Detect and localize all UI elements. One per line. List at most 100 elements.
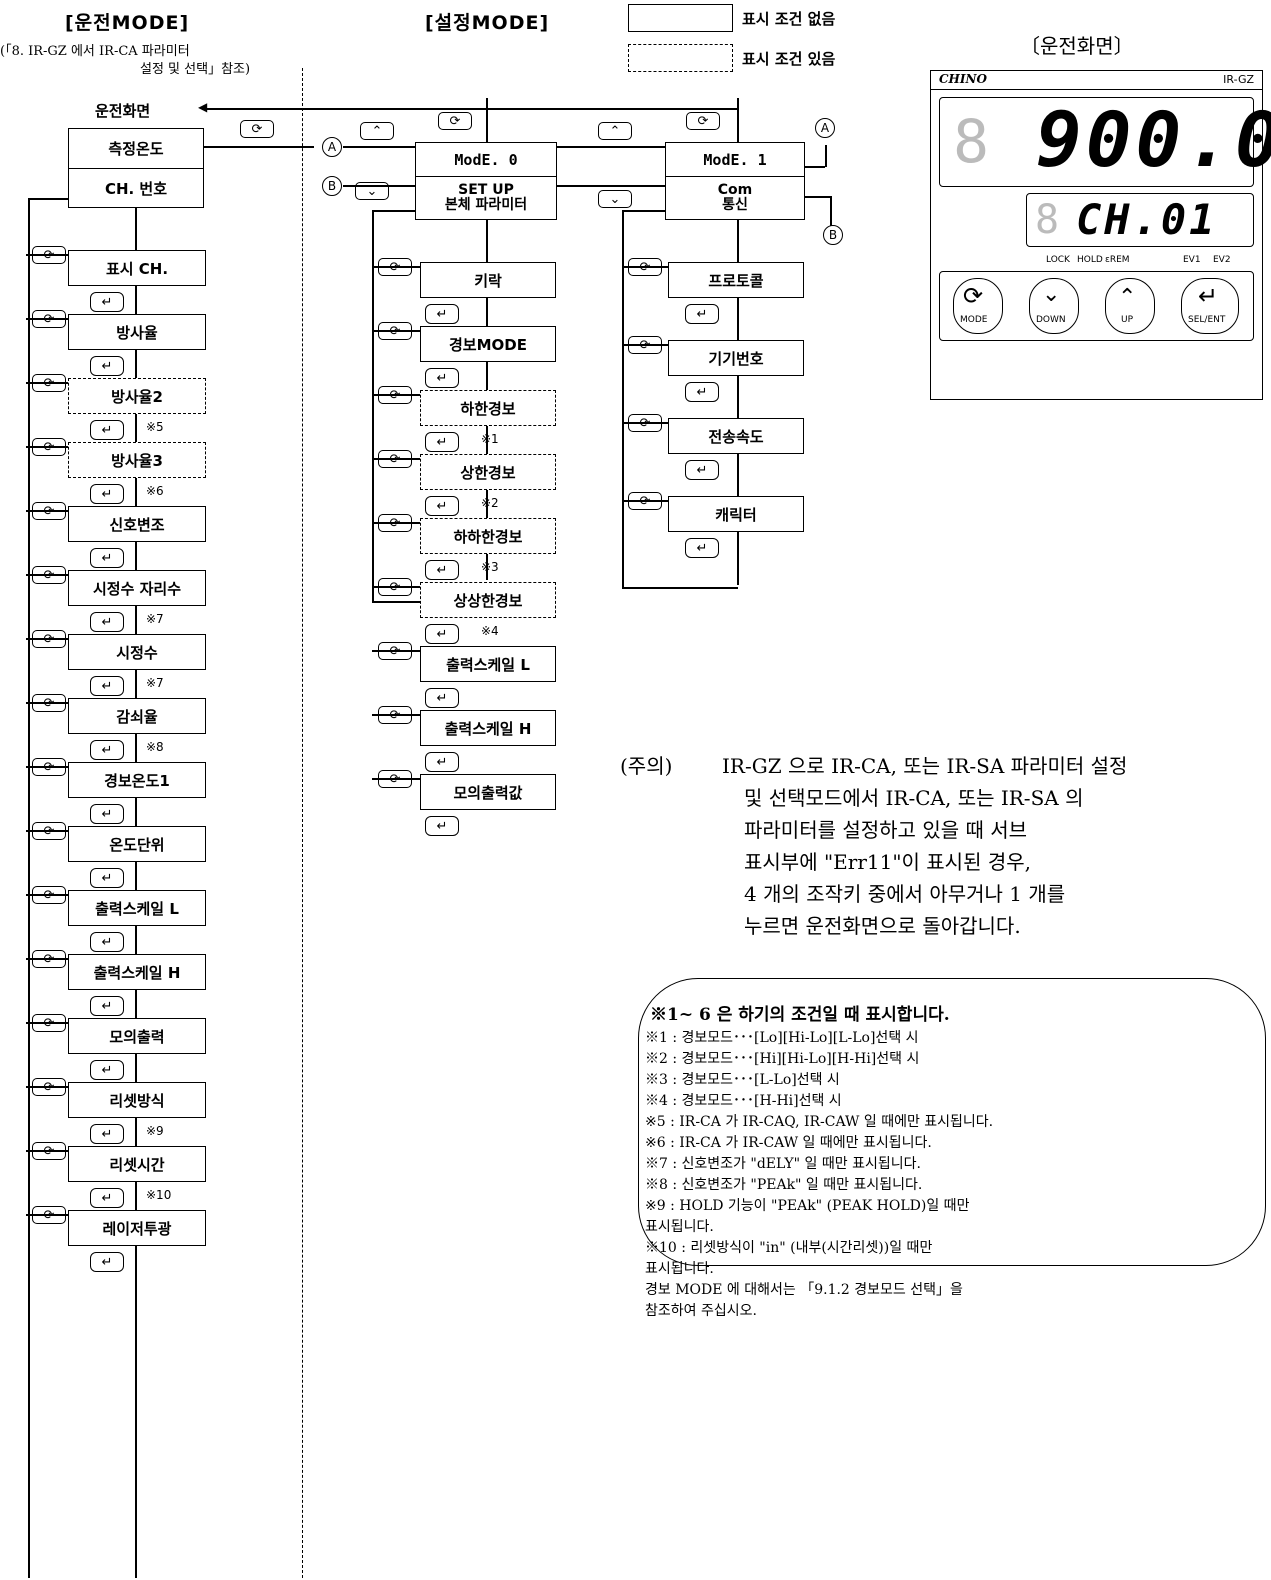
set1-item-mode-line-1 <box>372 266 420 268</box>
run-item-enter-key-icon-4: ↵ <box>90 484 124 504</box>
run-return-line <box>202 108 738 110</box>
run-item-box-6[interactable]: 시정수 자리수 <box>68 570 206 606</box>
b-line <box>343 185 415 187</box>
set1-return-top <box>372 210 415 212</box>
run-item-box-5[interactable]: 신호변조 <box>68 506 206 542</box>
footnote-line-4: ※4 : 경보모드･･･[H-Hi]선택 시 <box>645 1093 842 1109</box>
mode1-comm-label: 통신 <box>722 197 748 213</box>
channel-number-box[interactable]: CH. 번호 <box>68 168 204 208</box>
set2-item-mode-line-2 <box>622 344 668 346</box>
set2-item-enter-key-icon-3: ↵ <box>685 460 719 480</box>
sel-ent-key-label: SEL/ENT <box>1188 315 1226 325</box>
set2-item-box-3[interactable]: 전송속도 <box>668 418 804 454</box>
set1-item-mode-line-7 <box>372 650 420 652</box>
set2-item-box-1[interactable]: 프로토콜 <box>668 262 804 298</box>
run-item-mode-line-2 <box>26 318 68 320</box>
run-item-box-14[interactable]: 리셋방식 <box>68 1082 206 1118</box>
set1-item-box-8[interactable]: 출력스케일 H <box>420 710 556 746</box>
run-item-box-12[interactable]: 출력스케일 H <box>68 954 206 990</box>
mode1-to-b-line <box>805 196 830 198</box>
legend-solid-box <box>628 4 733 32</box>
run-item-box-15[interactable]: 리셋시간 <box>68 1146 206 1182</box>
set1-item-box-6[interactable]: 상상한경보 <box>420 582 556 618</box>
mode-key[interactable]: ⟳ MODE <box>953 278 1003 334</box>
run-item-box-8[interactable]: 감쇠율 <box>68 698 206 734</box>
run-item-box-4[interactable]: 방사율3 <box>68 442 206 478</box>
run-item-mode-line-7 <box>26 638 68 640</box>
set1-item-mode-line-8 <box>372 714 420 716</box>
run-item-enter-key-icon-1: ↵ <box>90 292 124 312</box>
set1-item-enter-key-icon-3: ↵ <box>425 432 459 452</box>
run-item-box-9[interactable]: 경보온도1 <box>68 762 206 798</box>
run-item-box-2[interactable]: 방사율 <box>68 314 206 350</box>
footnote-line-5: ※5 : IR-CA 가 IR-CAQ, IR-CAW 일 때에만 표시됩니다. <box>645 1114 994 1130</box>
mode0-top-box[interactable]: ModE. 0 <box>415 142 557 176</box>
run-item-box-7[interactable]: 시정수 <box>68 634 206 670</box>
arrow-left-icon: ◀ <box>198 100 208 114</box>
run-item-enter-key-icon-3: ↵ <box>90 420 124 440</box>
run-item-box-13[interactable]: 모의출력 <box>68 1018 206 1054</box>
down-key-glyph: ⌄ <box>1042 282 1061 307</box>
set1-item-note-4: ※2 <box>481 496 499 510</box>
run-item-mode-line-4 <box>26 446 68 448</box>
pv-dim-digit: 8 <box>953 107 990 177</box>
set1-item-box-7[interactable]: 출력스케일 L <box>420 646 556 682</box>
set2-item-box-2[interactable]: 기기번호 <box>668 340 804 376</box>
run-item-mode-line-11 <box>26 894 68 896</box>
footnote-line-2: ※2 : 경보모드･･･[Hi][Hi-Lo][H-Hi]선택 시 <box>645 1051 920 1067</box>
sel-ent-key[interactable]: ↵ SEL/ENT <box>1181 278 1239 334</box>
mode0-body-label: 본체 파라미터 <box>444 197 528 213</box>
footnote-line-7: ※7 : 신호변조가 "dELY" 일 때만 표시됩니다. <box>645 1156 921 1172</box>
up-key-icon-2: ⌃ <box>598 122 632 140</box>
footnote-title: ※1~ 6 은 하기의 조건일 때 표시합니다. <box>650 1005 950 1025</box>
run-item-note-8: ※8 <box>146 740 164 754</box>
run-item-note-15: ※10 <box>146 1188 172 1202</box>
run-item-note-6: ※7 <box>146 612 164 626</box>
set1-return-spine <box>372 210 374 602</box>
connector-a-right: A <box>815 118 835 138</box>
down-key-icon-2: ⌄ <box>598 190 632 208</box>
run-item-box-1[interactable]: 표시 CH. <box>68 250 206 286</box>
reference-note-line1: (「8. IR-GZ 에서 IR-CA 파라미터 <box>0 44 190 59</box>
run-item-mode-line-1 <box>26 254 68 256</box>
up-key[interactable]: ⌃ UP <box>1105 278 1155 334</box>
set1-item-box-5[interactable]: 하하한경보 <box>420 518 556 554</box>
run-item-enter-key-icon-7: ↵ <box>90 676 124 696</box>
indicator-lock: LOCK <box>1046 255 1070 265</box>
indicator-ev1: EV1 <box>1183 255 1201 265</box>
mode1-com-box[interactable]: Com 통신 <box>665 176 805 220</box>
down-key-icon: ⌄ <box>355 182 389 200</box>
set2-item-box-4[interactable]: 캐릭터 <box>668 496 804 532</box>
measured-temp-box[interactable]: 측정온도 <box>68 128 204 168</box>
run-item-mode-line-16 <box>26 1214 68 1216</box>
set2-spine <box>737 220 739 585</box>
run-item-box-16[interactable]: 레이저투광 <box>68 1210 206 1246</box>
set1-item-box-4[interactable]: 상한경보 <box>420 454 556 490</box>
up-key-icon: ⌃ <box>360 122 394 140</box>
set1-item-box-3[interactable]: 하한경보 <box>420 390 556 426</box>
set1-item-box-1[interactable]: 키락 <box>420 262 556 298</box>
mode1-to-b-vert <box>830 196 832 226</box>
down-key[interactable]: ⌄ DOWN <box>1029 278 1079 334</box>
set1-item-box-9[interactable]: 모의출력값 <box>420 774 556 810</box>
connector-a-left: A <box>322 137 342 157</box>
pv-display-frame <box>939 97 1254 187</box>
run-item-box-10[interactable]: 온도단위 <box>68 826 206 862</box>
footnote-line-11: ※10 : 리셋방식이 "in" (내부(시간리셋))일 때만 <box>645 1240 933 1256</box>
sel-ent-key-glyph: ↵ <box>1198 282 1219 310</box>
caution-line-5: 4 개의 조작키 중에서 아무거나 1 개를 <box>744 882 1066 906</box>
legend-dashed-box <box>628 44 733 72</box>
set1-item-mode-line-2 <box>372 330 420 332</box>
run-item-mode-line-12 <box>26 958 68 960</box>
run-item-box-3[interactable]: 방사율2 <box>68 378 206 414</box>
mode-divider <box>302 68 303 1578</box>
run-item-note-3: ※5 <box>146 420 164 434</box>
set1-item-box-2[interactable]: 경보MODE <box>420 326 556 362</box>
mode1-top-box[interactable]: ModE. 1 <box>665 142 805 176</box>
set2-item-enter-key-icon-1: ↵ <box>685 304 719 324</box>
footnote-line-1: ※1 : 경보모드･･･[Lo][Hi-Lo][L-Lo]선택 시 <box>645 1030 919 1046</box>
run-item-box-11[interactable]: 출력스케일 L <box>68 890 206 926</box>
mode0-setup-box[interactable]: SET UP 본체 파라미터 <box>415 176 557 220</box>
run-item-enter-key-icon-10: ↵ <box>90 868 124 888</box>
caution-prefix: (주의) <box>620 754 673 778</box>
